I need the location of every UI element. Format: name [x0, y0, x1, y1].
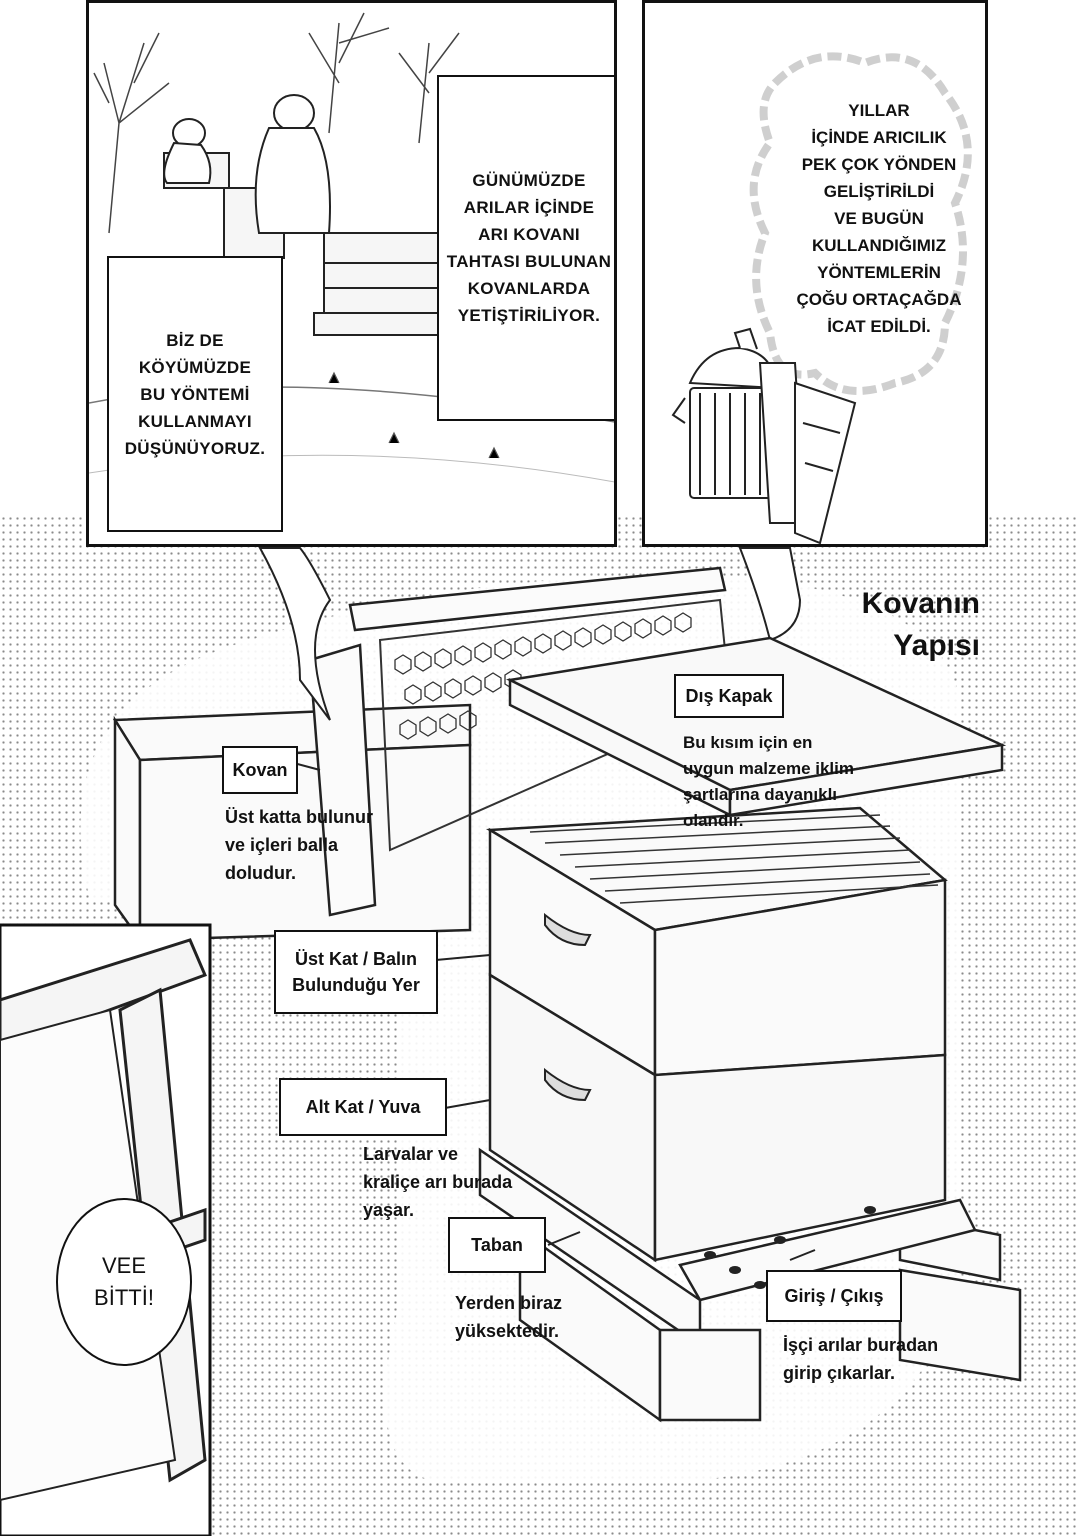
note-taban: Yerden biraz yüksektedir.	[455, 1293, 563, 1341]
label-giris-cikis: Giriş / Çıkış	[766, 1270, 902, 1322]
smoker-illustration	[671, 52, 972, 544]
caption-beekeeping-today: GÜNÜMÜZDE ARILAR İÇİNDE ARI KOVANI TAHTA…	[437, 75, 614, 421]
label-ust-kat: Üst Kat / Balın Bulunduğu Yer	[274, 930, 438, 1014]
diagram-title: Kovanın Yapısı	[861, 587, 980, 662]
bee-marks	[704, 1206, 876, 1289]
speech-bubble-vee-bitti: VEE BİTTİ!	[56, 1198, 192, 1366]
caption-our-village: BİZ DE KÖYÜMÜZDE BU YÖNTEMİ KULLANMAYI D…	[107, 256, 283, 532]
thought-cloud-text: YILLAR İÇİNDE ARICILIK PEK ÇOK YÖNDEN GE…	[796, 101, 962, 336]
note-dis-kapak: Bu kısım için en uygun malzeme iklim şar…	[683, 733, 854, 830]
note-kovan: Üst katta bulunur ve içleri balla doludu…	[225, 807, 374, 883]
label-kovan: Kovan	[222, 746, 298, 794]
label-dis-kapak: Dış Kapak	[674, 674, 784, 718]
panel-medieval-methods: YILLAR İÇİNDE ARICILIK PEK ÇOK YÖNDEN GE…	[642, 0, 988, 547]
label-taban: Taban	[448, 1217, 546, 1273]
note-giris-cikis: İşçi arılar buradan girip çıkarlar.	[783, 1335, 939, 1383]
label-alt-kat: Alt Kat / Yuva	[279, 1078, 447, 1136]
panel-beekeepers: GÜNÜMÜZDE ARILAR İÇİNDE ARI KOVANI TAHTA…	[86, 0, 617, 547]
note-alt-kat: Larvalar ve kraliçe arı burada yaşar.	[363, 1144, 513, 1220]
